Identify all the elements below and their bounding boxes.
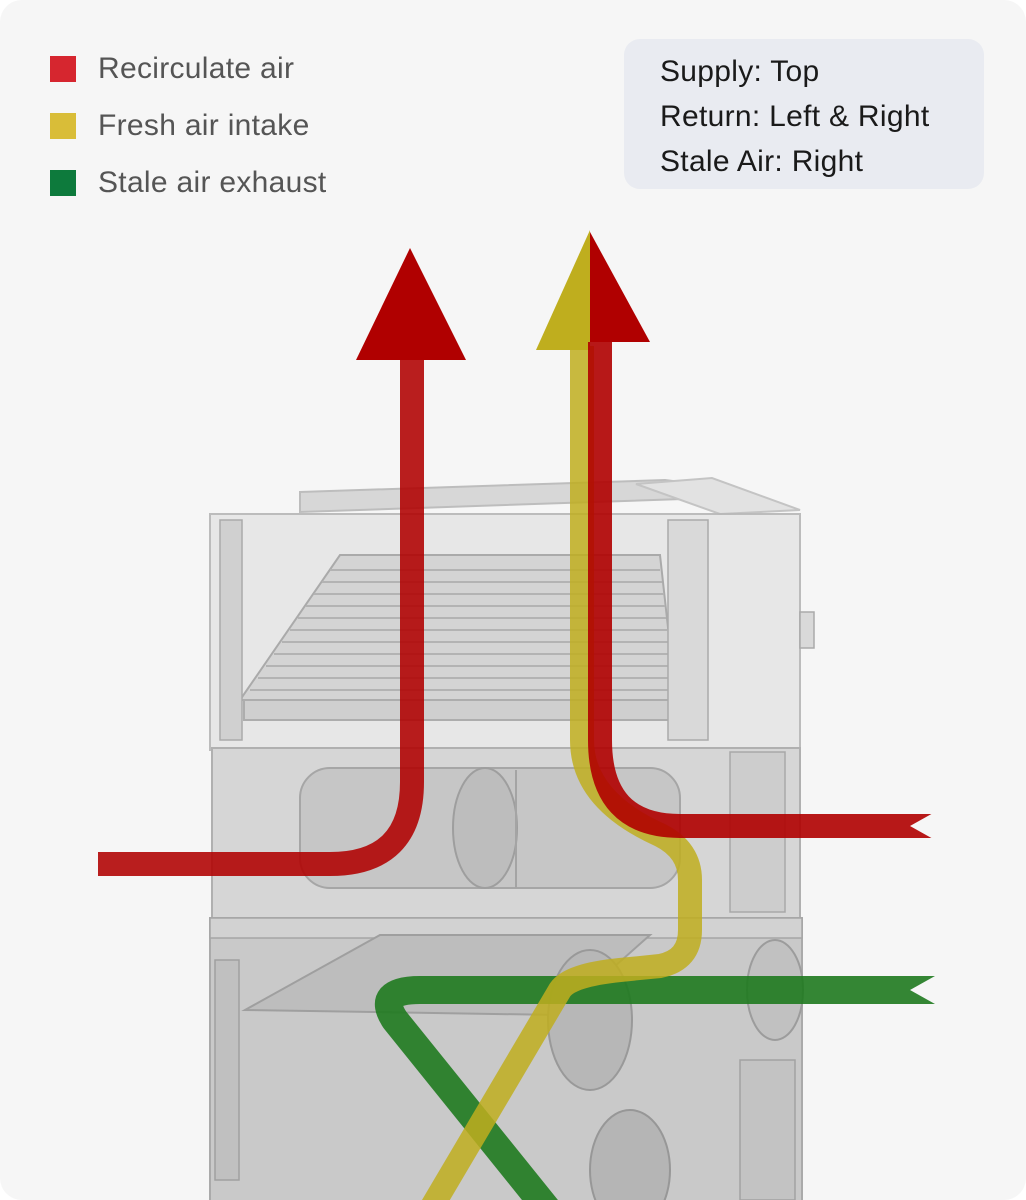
info-stale-air: Stale Air: Right (660, 145, 864, 178)
legend-swatch-recirculate (50, 55, 76, 82)
recirculate-air-flow (98, 232, 935, 876)
info-return: Return: Left & Right (660, 100, 930, 133)
legend-item-fresh-air: Fresh air intake (50, 97, 327, 154)
info-supply: Supply: Top (660, 55, 820, 88)
stale-air-exhaust-flow (374, 976, 935, 1200)
legend-label-fresh-air: Fresh air intake (98, 108, 310, 142)
legend-label-recirculate: Recirculate air (98, 51, 295, 85)
legend-item-stale-air: Stale air exhaust (50, 154, 327, 211)
legend-label-stale-air: Stale air exhaust (98, 165, 327, 199)
legend: Recirculate air Fresh air intake Stale a… (50, 40, 327, 211)
legend-item-recirculate: Recirculate air (50, 40, 327, 97)
legend-swatch-stale-air (50, 169, 76, 196)
legend-swatch-fresh-air (50, 112, 76, 139)
airflow-info-box: Supply: Top Return: Left & Right Stale A… (624, 39, 984, 189)
